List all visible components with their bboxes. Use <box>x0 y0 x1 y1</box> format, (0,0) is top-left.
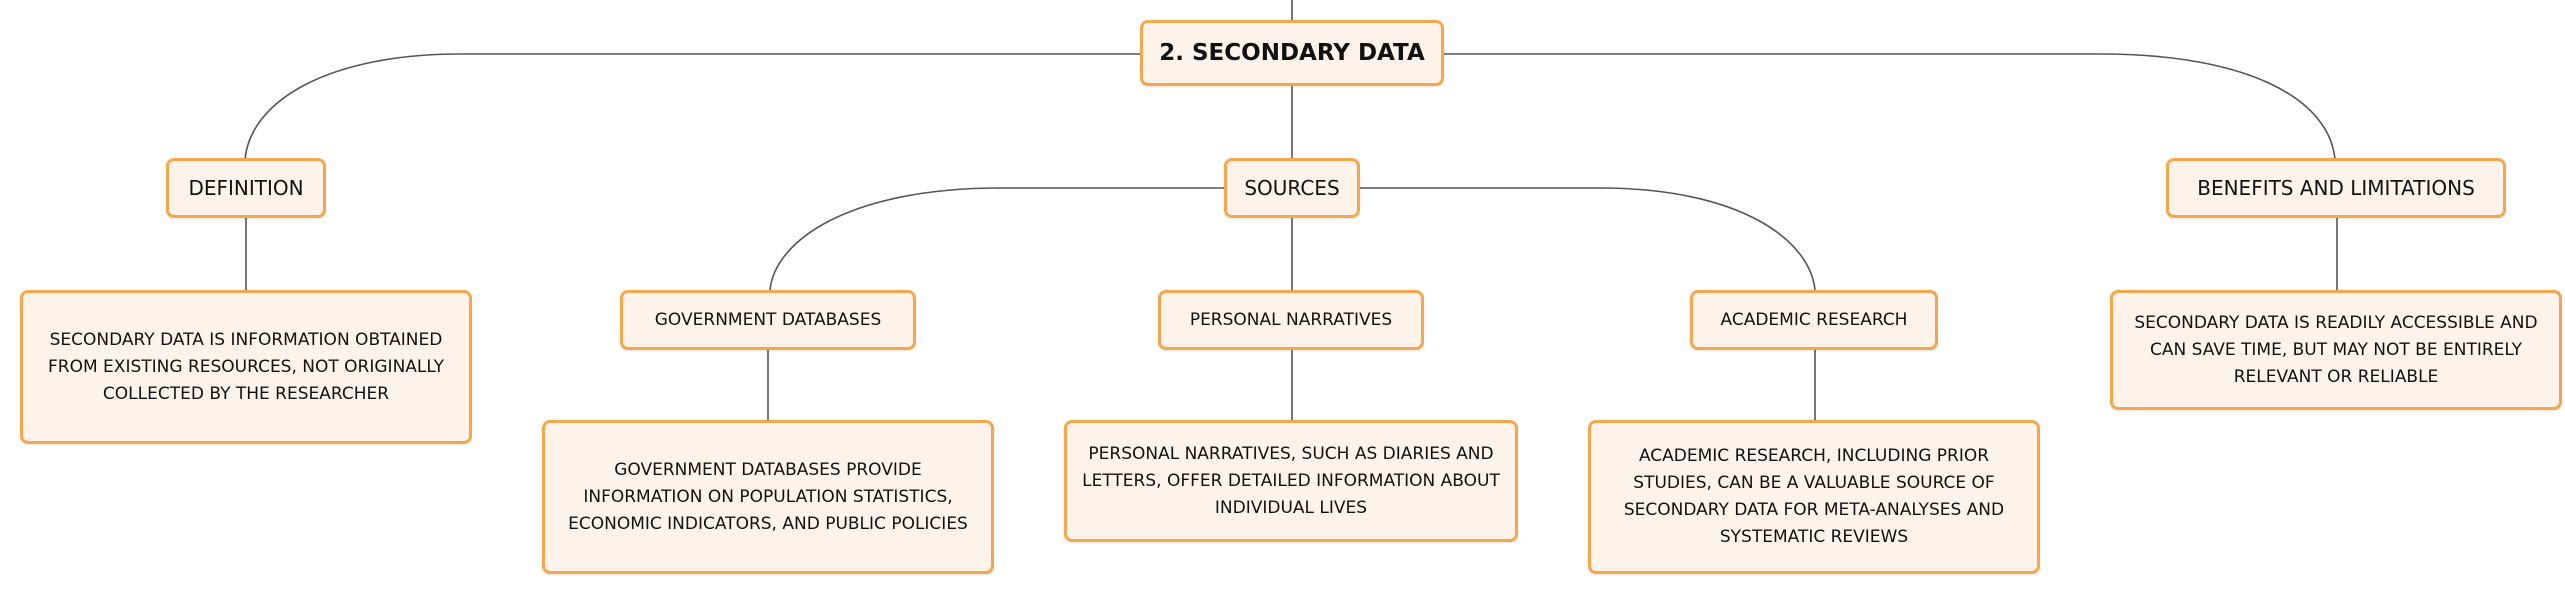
definition-description-text: SECONDARY DATA IS INFORMATION OBTAINED F… <box>48 329 444 404</box>
government-databases-description[interactable]: GOVERNMENT DATABASES PROVIDE INFORMATION… <box>542 420 994 574</box>
academic-research-description[interactable]: ACADEMIC RESEARCH, INCLUDING PRIOR STUDI… <box>1588 420 2040 574</box>
definition-node[interactable]: DEFINITION <box>166 158 326 218</box>
government-databases-node[interactable]: GOVERNMENT DATABASES <box>620 290 916 350</box>
academic-research-node-label: ACADEMIC RESEARCH <box>1720 310 1908 330</box>
benefits-limitations-node-label: BENEFITS AND LIMITATIONS <box>2197 176 2475 200</box>
root-node[interactable]: 2. SECONDARY DATA <box>1140 20 1444 86</box>
benefits-limitations-description-text: SECONDARY DATA IS READILY ACCESSIBLE AND… <box>2134 312 2538 387</box>
sources-node[interactable]: SOURCES <box>1224 158 1360 218</box>
personal-narratives-node-label: PERSONAL NARRATIVES <box>1189 310 1393 330</box>
connector-sources-academic <box>1358 187 1816 291</box>
personal-narratives-description[interactable]: PERSONAL NARRATIVES, SUCH AS DIARIES AND… <box>1064 420 1518 542</box>
connector-root-benefits <box>1444 53 2336 161</box>
benefits-limitations-node[interactable]: BENEFITS AND LIMITATIONS <box>2166 158 2506 218</box>
connector-root-definition <box>244 53 1140 161</box>
government-databases-description-text: GOVERNMENT DATABASES PROVIDE INFORMATION… <box>568 459 968 534</box>
definition-description[interactable]: SECONDARY DATA IS INFORMATION OBTAINED F… <box>20 290 472 444</box>
benefits-limitations-description[interactable]: SECONDARY DATA IS READILY ACCESSIBLE AND… <box>2110 290 2562 410</box>
academic-research-description-text: ACADEMIC RESEARCH, INCLUDING PRIOR STUDI… <box>1623 446 2005 547</box>
connector-sources-government <box>769 187 1226 291</box>
academic-research-node[interactable]: ACADEMIC RESEARCH <box>1690 290 1938 350</box>
sources-node-label: SOURCES <box>1244 176 1340 200</box>
definition-node-label: DEFINITION <box>188 176 304 200</box>
personal-narratives-node[interactable]: PERSONAL NARRATIVES <box>1158 290 1424 350</box>
personal-narratives-description-text: PERSONAL NARRATIVES, SUCH AS DIARIES AND… <box>1082 443 1500 518</box>
government-databases-node-label: GOVERNMENT DATABASES <box>654 310 882 330</box>
root-node-label: 2. SECONDARY DATA <box>1159 40 1425 66</box>
